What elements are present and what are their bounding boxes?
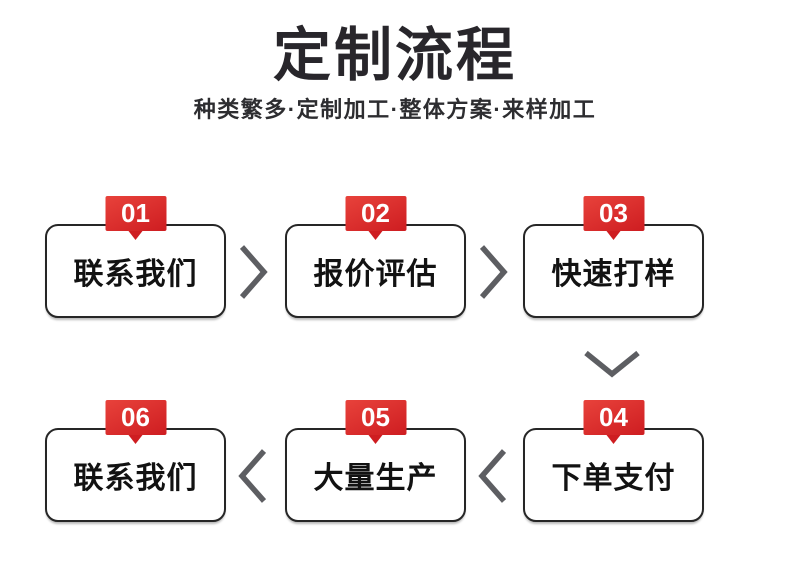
step-01-number: 01 bbox=[121, 198, 150, 228]
step-04-number-badge: 04 bbox=[583, 400, 644, 444]
step-02-number: 02 bbox=[361, 198, 390, 228]
step-box-01: 01 联系我们 bbox=[45, 196, 226, 318]
step-box-03: 03 快速打样 bbox=[523, 196, 704, 318]
step-box-04: 04 下单支付 bbox=[523, 400, 704, 522]
chevron-left-icon bbox=[237, 447, 269, 505]
step-01-number-badge: 01 bbox=[105, 196, 166, 240]
chevron-right-icon bbox=[237, 243, 269, 301]
chevron-right-icon bbox=[477, 243, 509, 301]
chevron-down-icon bbox=[582, 349, 642, 379]
chevron-left-icon bbox=[477, 447, 509, 505]
step-03-label: 快速打样 bbox=[551, 258, 676, 291]
step-04-label: 下单支付 bbox=[551, 462, 676, 495]
step-02-number-badge: 02 bbox=[345, 196, 406, 240]
step-06-number: 06 bbox=[121, 402, 150, 432]
page-title: 定制流程 bbox=[272, 23, 517, 88]
step-01-label: 联系我们 bbox=[73, 258, 198, 291]
step-04-number: 04 bbox=[599, 402, 628, 432]
step-box-02: 02 报价评估 bbox=[285, 196, 466, 318]
step-box-06: 06 联系我们 bbox=[45, 400, 226, 522]
page-subtitle: 种类繁多·定制加工·整体方案·来样加工 bbox=[193, 97, 597, 122]
step-03-number: 03 bbox=[599, 198, 628, 228]
step-05-number-badge: 05 bbox=[345, 400, 406, 444]
step-02-label: 报价评估 bbox=[313, 258, 438, 291]
step-05-label: 大量生产 bbox=[313, 462, 438, 495]
step-06-number-badge: 06 bbox=[105, 400, 166, 444]
step-box-05: 05 大量生产 bbox=[285, 400, 466, 522]
step-05-number: 05 bbox=[361, 402, 390, 432]
step-06-label: 联系我们 bbox=[73, 462, 198, 495]
step-03-number-badge: 03 bbox=[583, 196, 644, 240]
